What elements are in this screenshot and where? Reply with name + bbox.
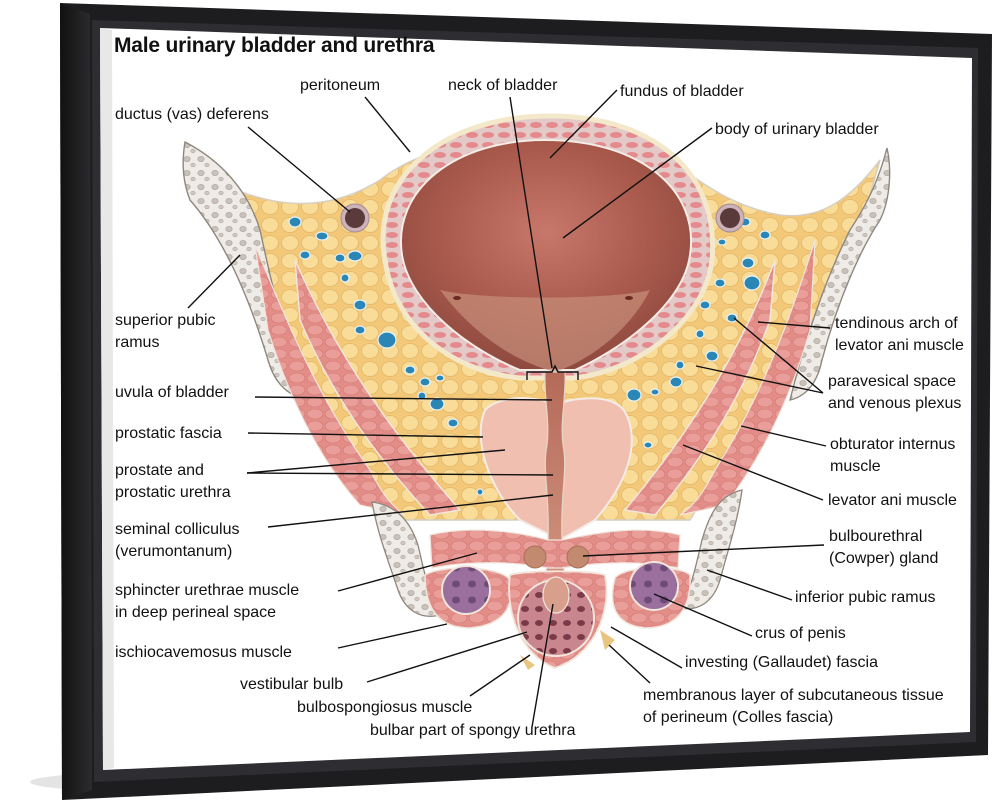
label-tendinous-arch: tendinous arch of levator ani muscle xyxy=(835,313,964,357)
label-peritoneum: peritoneum xyxy=(300,77,381,94)
leader-prostatic-fascia xyxy=(247,432,484,438)
label-line: sphincter urethrae muscle xyxy=(115,582,300,599)
label-line: tendinous arch of xyxy=(835,315,958,332)
label-line: bulbourethral xyxy=(829,528,923,545)
bulbar-urethra xyxy=(542,576,570,614)
leader-ductus xyxy=(247,126,351,213)
frame-left-edge xyxy=(60,3,92,800)
leader-seminal-colliculus xyxy=(267,494,554,528)
label-prostate: prostate and prostatic urethra xyxy=(115,460,231,504)
label-investing-fascia: investing (Gallaudet) fascia xyxy=(685,654,878,671)
crus-of-penis-right xyxy=(629,561,679,611)
leader-bulbar-urethra xyxy=(531,603,554,728)
label-line: (Cowper) gland xyxy=(829,550,939,567)
label-line: muscle xyxy=(830,458,881,475)
label-membranous-layer: membranous layer of subcutaneous tissue … xyxy=(643,685,944,729)
label-levator-ani: levator ani muscle xyxy=(828,492,957,509)
levator-ani-left xyxy=(294,259,462,516)
label-line: obturator internus xyxy=(830,436,956,453)
crus-of-penis-left xyxy=(441,565,491,615)
investing-fascia xyxy=(600,630,615,650)
leader-vestibular-bulb xyxy=(366,631,528,683)
leader-prostate-2 xyxy=(246,472,554,476)
leader-membranous xyxy=(608,644,651,684)
label-crus-of-penis: crus of penis xyxy=(755,625,846,642)
label-line: of perineum (Colles fascia) xyxy=(643,709,834,726)
leader-inferior-pubic-ramus xyxy=(706,569,793,601)
label-uvula-of-bladder: uvula of bladder xyxy=(115,384,229,401)
leader-ischiocavernosus xyxy=(337,623,448,649)
label-superior-pubic-ramus: superior pubic ramus xyxy=(115,310,216,354)
label-fundus-of-bladder: fundus of bladder xyxy=(620,83,744,100)
obturator-internus-left xyxy=(254,244,406,516)
label-line: superior pubic xyxy=(115,312,216,329)
label-line: ramus xyxy=(115,334,160,351)
levator-ani-right xyxy=(623,259,776,516)
leader-bulbourethral xyxy=(582,544,825,557)
leader-crus xyxy=(653,593,753,637)
bulbourethral-gland-right xyxy=(566,545,590,569)
venous-plexus xyxy=(288,216,771,496)
anatomy-diagram xyxy=(182,113,891,670)
leader-peritoneum xyxy=(364,96,411,153)
label-inferior-pubic-ramus: inferior pubic ramus xyxy=(795,589,936,606)
label-neck-of-bladder: neck of bladder xyxy=(448,77,558,94)
label-line: seminal colliculus xyxy=(115,521,240,538)
leader-uvula xyxy=(254,396,553,401)
label-bulbar-urethra: bulbar part of spongy urethra xyxy=(370,722,576,739)
leader-lines xyxy=(187,89,831,728)
obturator-internus-right xyxy=(679,239,816,516)
label-ductus-deferens: ductus (vas) deferens xyxy=(115,106,269,123)
leader-paravesical-1 xyxy=(733,317,824,394)
label-bulbospongiosus: bulbospongiosus muscle xyxy=(297,699,473,716)
leader-sphincter xyxy=(337,552,478,592)
leader-neck-of-bladder xyxy=(509,96,553,369)
leader-superior-pubic-ramus xyxy=(187,254,241,309)
canvas-edge-shade xyxy=(100,28,114,770)
label-ischiocavernosus: ischiocavemosus muscle xyxy=(115,644,292,661)
leader-obturator xyxy=(740,425,827,447)
leader-fundus xyxy=(549,89,618,159)
label-body-of-urinary-bladder: body of urinary bladder xyxy=(715,121,879,138)
label-line: membranous layer of subcutaneous tissue xyxy=(643,687,944,704)
label-paravesical-space: paravesical space and venous plexus xyxy=(828,371,961,415)
label-sphincter-urethrae: sphincter urethrae muscle in deep perine… xyxy=(115,580,299,624)
leader-paravesical-2 xyxy=(695,365,824,394)
leader-body xyxy=(562,127,713,239)
label-line: paravesical space xyxy=(828,373,957,390)
superior-pubic-ramus-right xyxy=(789,147,891,401)
bulbourethral-gland-left xyxy=(523,545,547,569)
leader-levator-ani xyxy=(682,444,824,501)
label-vestibular-bulb: vestibular bulb xyxy=(240,676,344,693)
label-prostatic-fascia: prostatic fascia xyxy=(115,425,222,442)
leader-tendinous-arch xyxy=(757,321,831,329)
leader-prostate-1 xyxy=(246,449,506,474)
label-line: and venous plexus xyxy=(828,395,962,412)
label-line: in deep perineal space xyxy=(115,604,277,621)
label-bulbourethral-gland: bulbourethral (Cowper) gland xyxy=(829,526,938,570)
sphincter-urethrae xyxy=(429,529,681,569)
label-line: (verumontanum) xyxy=(115,543,233,560)
label-line: prostatic urethra xyxy=(115,484,231,501)
label-obturator-internus: obturator internus muscle xyxy=(830,434,955,478)
label-line: levator ani muscle xyxy=(835,337,964,354)
diagram-title: Male urinary bladder and urethra xyxy=(114,34,435,57)
neck-bracket xyxy=(526,364,579,380)
leader-investing xyxy=(610,626,683,669)
label-line: prostate and xyxy=(115,462,204,479)
label-seminal-colliculus: seminal colliculus (verumontanum) xyxy=(115,519,240,563)
trigone xyxy=(440,290,650,372)
leader-bulbospongiosus xyxy=(469,654,531,697)
